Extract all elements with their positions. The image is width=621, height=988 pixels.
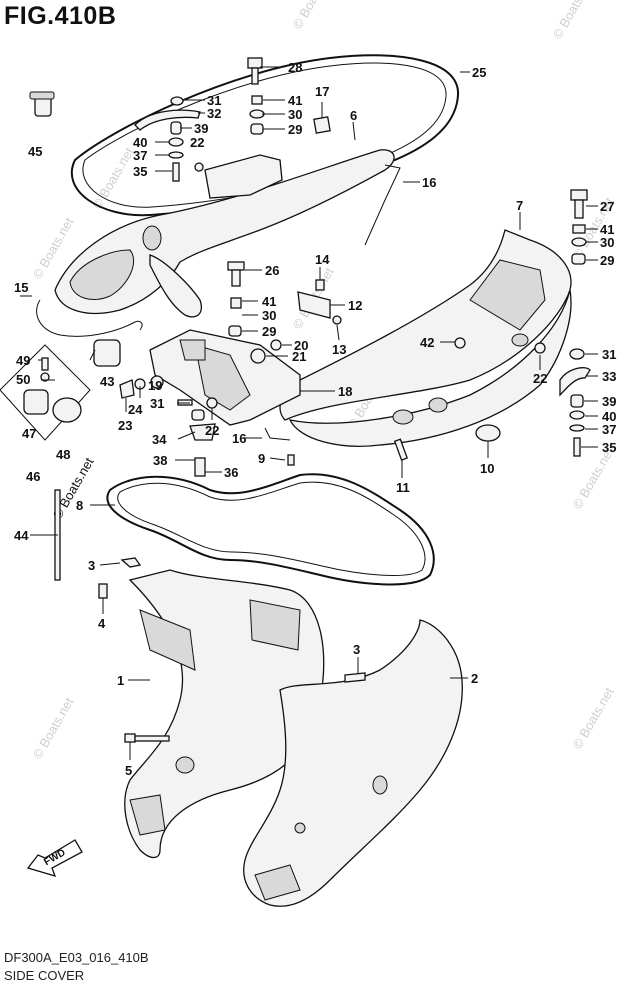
hose-15 [36, 299, 143, 337]
callout-42: 42 [420, 335, 434, 350]
callout-46: 46 [26, 469, 40, 484]
callout-8: 8 [76, 498, 83, 513]
callout-39: 39 [194, 121, 208, 136]
callout-37: 37 [133, 148, 147, 163]
callout-12: 12 [348, 298, 362, 313]
right-lower-cover [243, 619, 463, 907]
callout-28: 28 [288, 60, 302, 75]
callout-35: 35 [133, 164, 147, 179]
hardware-parts [29, 57, 591, 743]
callout-24: 24 [128, 402, 143, 417]
fwd-arrow: FWD [26, 839, 83, 877]
callout-47: 47 [22, 426, 36, 441]
callout-32: 32 [207, 106, 221, 121]
callout-3: 3 [353, 642, 360, 657]
callout-16: 16 [422, 175, 436, 190]
callout-41: 41 [600, 222, 614, 237]
callout-17: 17 [315, 84, 329, 99]
callout-3: 3 [88, 558, 95, 573]
callout-5: 5 [125, 763, 132, 778]
callout-25: 25 [472, 65, 486, 80]
callout-15: 15 [14, 280, 28, 295]
callout-40: 40 [602, 409, 616, 424]
watermark: © Boats.net [290, 0, 337, 31]
diagram-caption: SIDE COVER [4, 968, 85, 983]
right-side-cover [279, 229, 572, 447]
callout-26: 26 [265, 263, 279, 278]
callout-6: 6 [350, 108, 357, 123]
diagram-code: DF300A_E03_016_410B [4, 950, 149, 965]
callout-31: 31 [602, 347, 616, 362]
callout-40: 40 [133, 135, 147, 150]
callout-45: 45 [28, 144, 42, 159]
callout-30: 30 [262, 308, 276, 323]
callout-23: 23 [118, 418, 132, 433]
figure-title: FIG.410B [4, 2, 117, 30]
callout-30: 30 [288, 107, 302, 122]
hose-16-upper [364, 164, 401, 246]
callout-38: 38 [153, 453, 167, 468]
callout-37: 37 [602, 422, 616, 437]
watermark: © Boats.net [30, 695, 77, 762]
callout-48: 48 [56, 447, 70, 462]
callout-16: 16 [232, 431, 246, 446]
callout-11: 11 [396, 480, 410, 495]
callout-18: 18 [338, 384, 352, 399]
callout-1: 1 [117, 673, 124, 688]
callout-22: 22 [205, 423, 219, 438]
lower-seal-frame [106, 473, 435, 586]
callout-7: 7 [516, 198, 523, 213]
callout-41: 41 [262, 294, 276, 309]
callout-29: 29 [600, 253, 614, 268]
callout-10: 10 [480, 461, 494, 476]
callout-22: 22 [190, 135, 204, 150]
watermark: © Boats.net [90, 145, 137, 212]
callout-2: 2 [471, 671, 478, 686]
top-seal-ring [70, 54, 460, 217]
callout-13: 13 [332, 342, 346, 357]
callout-33: 33 [602, 369, 616, 384]
callout-31: 31 [150, 396, 164, 411]
callout-31: 31 [207, 93, 221, 108]
callout-29: 29 [288, 122, 302, 137]
callout-36: 36 [224, 465, 238, 480]
upper-cover [54, 149, 395, 318]
watermark: © Boats.net [570, 685, 617, 752]
callout-30: 30 [600, 235, 614, 250]
callout-22: 22 [533, 371, 547, 386]
callout-9: 9 [258, 451, 265, 466]
callout-41: 41 [288, 93, 302, 108]
callout-29: 29 [262, 324, 276, 339]
callout-43: 43 [100, 374, 114, 389]
callout-27: 27 [600, 199, 614, 214]
grommet-kit-group [0, 344, 91, 441]
callout-50: 50 [16, 372, 30, 387]
leader-lines [20, 66, 598, 760]
callout-21: 21 [292, 349, 306, 364]
callout-14: 14 [315, 252, 330, 267]
callout-44: 44 [14, 528, 29, 543]
callout-19: 19 [148, 378, 162, 393]
left-lower-cover [124, 569, 325, 859]
callout-labels: 28 25 17 6 41 30 29 31 32 39 40 22 37 35… [14, 60, 616, 778]
callout-49: 49 [16, 353, 30, 368]
hose-16-lower [264, 427, 291, 441]
callout-20: 20 [294, 338, 308, 353]
watermark: © Boats.net [550, 0, 597, 41]
callout-4: 4 [98, 616, 106, 631]
callout-35: 35 [602, 440, 616, 455]
callout-34: 34 [152, 432, 167, 447]
callout-39: 39 [602, 394, 616, 409]
